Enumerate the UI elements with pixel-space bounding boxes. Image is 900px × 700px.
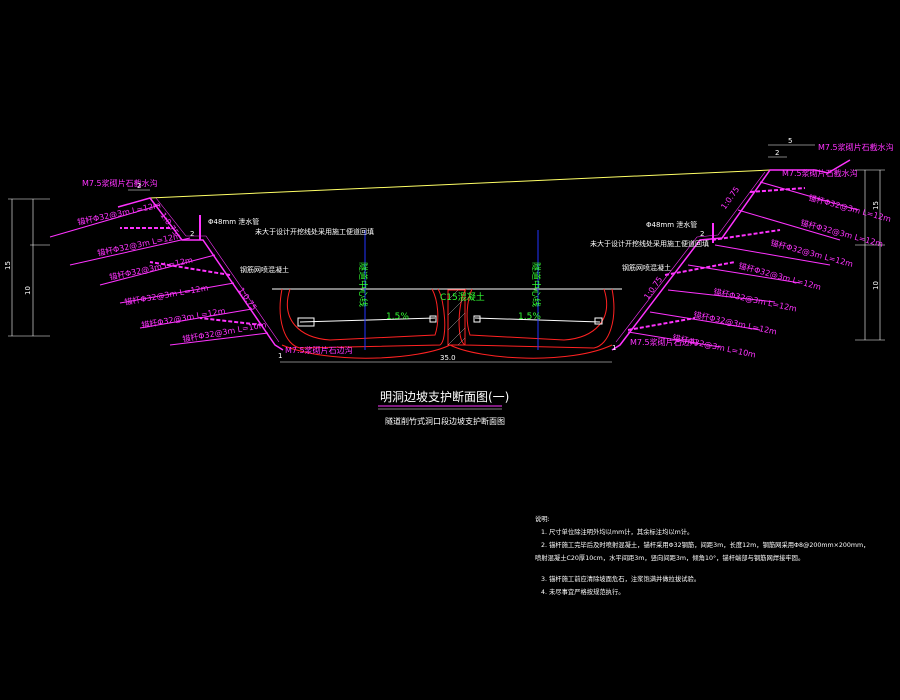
note-3: 3. 锚杆施工前应清除坡面危石，注浆饱满并做拉拔试验。 bbox=[541, 574, 700, 583]
slope-ratio-left-2: 1:0.75 bbox=[236, 286, 258, 312]
dim-15-left: 15 bbox=[4, 261, 12, 270]
dim-2-left-bench: 2 bbox=[190, 230, 194, 238]
svg-text:锚杆Φ32@3m L=12m: 锚杆Φ32@3m L=12m bbox=[693, 309, 778, 337]
grade-right: 1.5% bbox=[518, 312, 541, 322]
drain-label-right: Φ48mm 泄水管 bbox=[646, 220, 697, 229]
svg-text:锚杆Φ32@3m L=12m: 锚杆Φ32@3m L=12m bbox=[737, 260, 822, 292]
dim-2-right-bench: 2 bbox=[700, 230, 704, 238]
note-right-label: 未大于设计开挖线处采用施工便道回填 bbox=[590, 239, 709, 248]
dim-width: 35.0 bbox=[440, 354, 456, 362]
left-slope bbox=[117, 197, 284, 351]
dim-10-right: 10 bbox=[872, 281, 880, 290]
right-anchors bbox=[627, 181, 859, 348]
ground-line bbox=[149, 169, 771, 199]
left-slope-inner bbox=[155, 197, 280, 343]
center-wall bbox=[447, 289, 466, 346]
slope-ratio-right-2: 1:0.75 bbox=[642, 275, 664, 301]
note-4: 4. 未尽事宜严格按规范执行。 bbox=[541, 587, 625, 596]
mesh-label-left: 钢筋网喷混凝土 bbox=[240, 265, 289, 274]
c15-label: C15混凝土 bbox=[440, 291, 485, 303]
note-2-cont: 喷射混凝土C20厚10cm，水平间距3m，竖向间距3m，倾角10°，锚杆端部与钢… bbox=[535, 553, 804, 562]
center-wall-hatch bbox=[447, 289, 466, 346]
svg-text:锚杆Φ32@3m L=12m: 锚杆Φ32@3m L=12m bbox=[713, 286, 798, 314]
svg-text:锚杆Φ32@3m L=12m: 锚杆Φ32@3m L=12m bbox=[799, 217, 884, 249]
svg-text:锚杆Φ32@3m L=10m: 锚杆Φ32@3m L=10m bbox=[182, 319, 268, 344]
notes: 说明: 1. 尺寸单位除注明外均以mm计，其余标注均以m计。 2. 锚杆施工完毕… bbox=[535, 514, 869, 596]
road-surfaces bbox=[297, 315, 603, 327]
drain-label-left: Φ48mm 泄水管 bbox=[208, 217, 259, 226]
svg-text:锚杆Φ32@3m L=12m: 锚杆Φ32@3m L=12m bbox=[124, 282, 210, 307]
dim-1-left: 1 bbox=[278, 352, 282, 360]
note-1: 1. 尺寸单位除注明外均以mm计，其余标注均以m计。 bbox=[541, 527, 693, 536]
drawing-title: 明洞边坡支护断面图(一) bbox=[380, 389, 509, 404]
top-dimension bbox=[128, 144, 815, 191]
svg-text:锚杆Φ32@3m L=12m: 锚杆Φ32@3m L=12m bbox=[96, 230, 181, 258]
anchor-labels: 锚杆Φ32@3m L=12m 锚杆Φ32@3m L=12m 锚杆Φ32@3m L… bbox=[76, 192, 892, 359]
dim-1-right: 1 bbox=[612, 344, 616, 352]
mesh-label-right: 钢筋网喷混凝土 bbox=[622, 263, 671, 272]
svg-text:锚杆Φ32@3m L=12m: 锚杆Φ32@3m L=12m bbox=[141, 305, 227, 330]
svg-text:锚杆Φ32@3m L=12m: 锚杆Φ32@3m L=12m bbox=[769, 237, 854, 269]
ditch-top-right-label: M7.5浆砌片石截水沟 bbox=[818, 142, 894, 152]
right-slope bbox=[611, 159, 851, 351]
svg-text:锚杆Φ32@3m L=12m: 锚杆Φ32@3m L=12m bbox=[108, 254, 193, 282]
left-dimensions bbox=[8, 198, 50, 337]
dim-5-top: 5 bbox=[788, 137, 792, 145]
dim-2-top: 2 bbox=[775, 149, 779, 157]
centerline-label-right: 隧道中心线 bbox=[530, 262, 542, 307]
note-left-label: 未大于设计开挖线处采用施工便道回填 bbox=[255, 227, 374, 236]
grade-left: 1.5% bbox=[386, 312, 409, 322]
note-2: 2. 锚杆施工完毕后及时喷射混凝土，锚杆采用Φ32钢筋，间距3m，长度12m，钢… bbox=[541, 540, 869, 549]
dim-15-right: 15 bbox=[872, 201, 880, 210]
svg-text:锚杆Φ32@3m L=12m: 锚杆Φ32@3m L=12m bbox=[76, 199, 161, 227]
right-slope-inner bbox=[615, 171, 766, 343]
ditch-top-left-label: M7.5浆砌片石截水沟 bbox=[82, 178, 158, 188]
slope-ratio-right-1: 1:0.75 bbox=[719, 185, 741, 211]
ditch-bottom-left-label: M7.5浆砌片石边沟 bbox=[285, 345, 353, 355]
centerline-label-left: 隧道中心线 bbox=[357, 262, 369, 307]
right-dimensions bbox=[855, 169, 885, 341]
notes-heading: 说明: bbox=[535, 514, 550, 523]
drawing-subtitle: 隧道削竹式洞口段边坡支护断面图 bbox=[385, 416, 505, 426]
ditch-top-right-label-2: M7.5浆砌片石截水沟 bbox=[782, 168, 858, 178]
dim-10-left: 10 bbox=[24, 286, 32, 295]
dim-2-left: 2 bbox=[137, 182, 141, 190]
ditch-bottom-right-label: M7.5浆砌片石边沟 bbox=[630, 337, 698, 347]
left-anchors bbox=[49, 204, 269, 346]
